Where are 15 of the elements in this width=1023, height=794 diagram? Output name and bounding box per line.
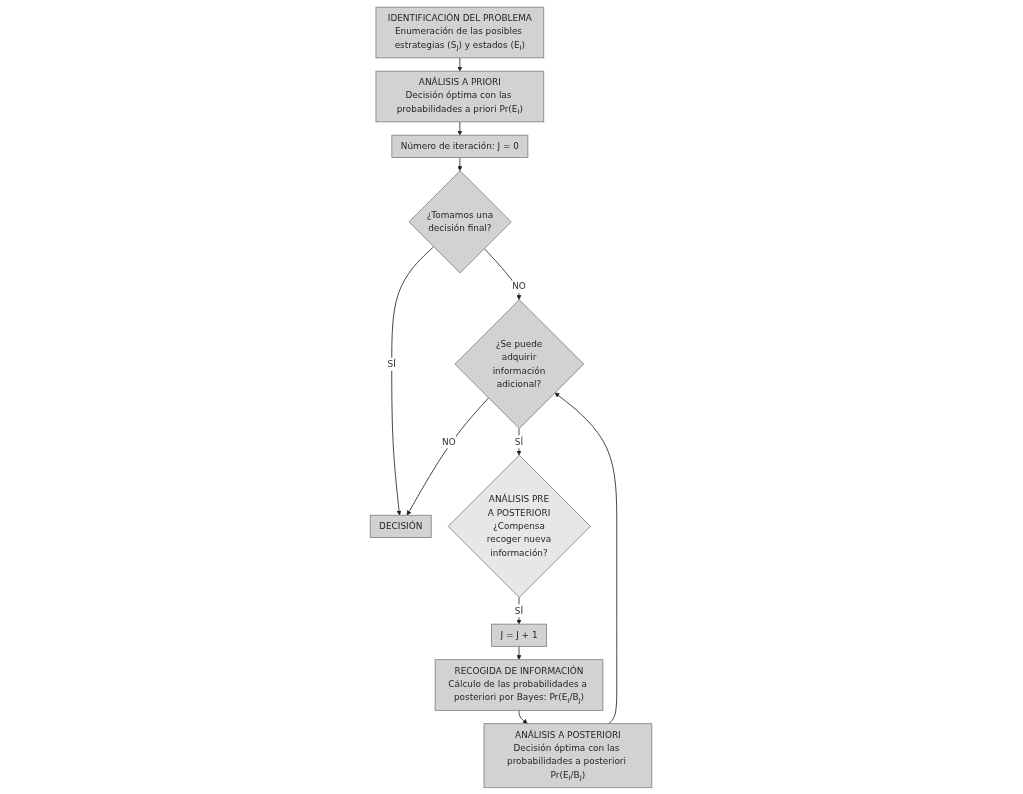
node-box: Número de iteración: J = 0 [391,134,529,158]
node-diamond: ¿Tomamos una decisión final? [409,169,513,273]
node-box: RECOGIDA DE INFORMACIÓN Cálculo de las probabilidades a posteriori por Bayes: Pr(E$_{i}$/B$_{j}$) [435,658,604,711]
node-box: ANÁLISIS A POSTERIORI Decisión óptima con las probabilidades a posteriori Pr(E$_{i}$/B$_{j}$) [484,722,653,788]
edge-label: NO [442,435,457,447]
node-diamond: ANÁLISIS PRE A POSTERIORI ¿Compensa recoger nueva información? [448,454,592,598]
node-box: DECISIÓN [370,514,433,538]
node-box: IDENTIFICACIÓN DEL PROBLEMA Enumeración de las posibles estrategias (S$_{j}$) y estados (E$_{i}$) [376,6,545,58]
node-box: J = J + 1 [491,623,548,647]
edge-label: NO [512,280,527,291]
node-diamond: ¿Se puede adquirir información adicional? [454,298,585,429]
node-box: ANÁLISIS A PRIORI Decisión óptima con las probabilidades a priori Pr(E$_{i}$) [376,70,545,122]
edge-label: SÍ [388,358,397,369]
edge-label: SÍ [515,604,524,616]
edge-label: SÍ [515,435,524,447]
